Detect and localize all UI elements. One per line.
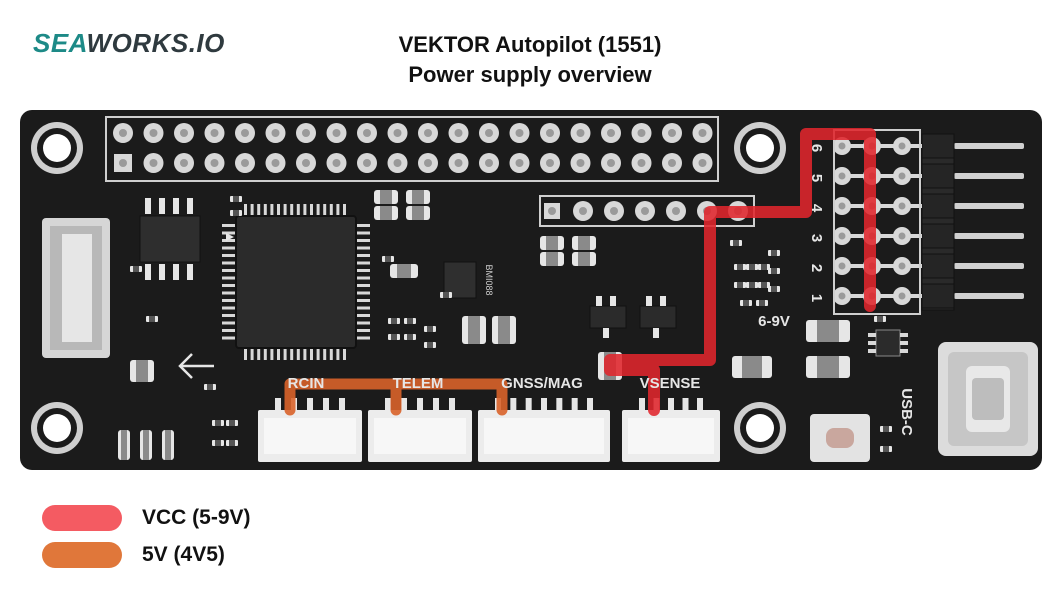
jst-connector-telem	[368, 398, 472, 462]
mounting-hole-br	[734, 402, 786, 454]
vsense-label: VSENSE	[640, 375, 701, 392]
reset-button-component	[810, 414, 870, 462]
diagram-title: VEKTOR Autopilot (1551) Power supply ove…	[330, 30, 730, 90]
side-connector	[42, 218, 110, 358]
seaworks-logo: SEAWORKS.IO	[33, 28, 225, 59]
regulator-chip	[139, 198, 201, 280]
transistor-q2	[639, 296, 677, 338]
imu-label: BMI088	[484, 264, 494, 295]
usb-c-label: USB-C	[898, 388, 915, 436]
logo-part-works: WORKS.IO	[86, 28, 225, 58]
mcu-chip	[222, 204, 370, 360]
passive-components	[118, 190, 908, 460]
jst-connector-gnss-mag	[478, 398, 610, 462]
legend-swatch-vcc	[42, 505, 122, 531]
legend-label-vcc: VCC (5-9V)	[142, 506, 251, 529]
mounting-hole-tl	[31, 122, 83, 174]
mounting-hole-bl	[31, 402, 83, 454]
gnss-mag-label: GNSS/MAG	[501, 375, 583, 392]
legend-swatch-5v	[42, 542, 122, 568]
pin-number-5: 5	[808, 174, 825, 182]
title-line-1: VEKTOR Autopilot (1551)	[398, 32, 662, 57]
jst-connectors	[258, 398, 720, 462]
main-header-outline	[105, 116, 719, 182]
pin-number-2: 2	[808, 264, 825, 272]
telem-label: TELEM	[393, 375, 444, 392]
pin-number-6: 6	[808, 144, 825, 152]
legend-label-5v: 5V (4V5)	[142, 543, 225, 566]
pin-number-3: 3	[808, 234, 825, 242]
pcb-board	[20, 110, 1042, 470]
main-pin-header	[113, 123, 713, 173]
pin-number-4: 4	[808, 204, 825, 213]
pin-number-labels: 6 5 4 3 2 1	[808, 144, 825, 302]
usb-c-connector	[938, 342, 1038, 456]
jst-connector-vsense	[622, 398, 720, 462]
mounting-hole-tr	[734, 122, 786, 174]
pin-number-1: 1	[808, 294, 825, 302]
voltage-range-label: 6-9V	[758, 313, 790, 330]
logo-part-sea: SEA	[33, 28, 87, 58]
left-arrow-icon	[178, 353, 214, 379]
vcc-trace	[604, 128, 876, 416]
5v-trace	[284, 378, 508, 416]
transistor-q1	[589, 296, 627, 338]
title-line-2: Power supply overview	[408, 62, 652, 87]
jst-connector-rcin	[258, 398, 362, 462]
rcin-label: RCIN	[288, 375, 325, 392]
mounting-holes	[31, 122, 786, 454]
